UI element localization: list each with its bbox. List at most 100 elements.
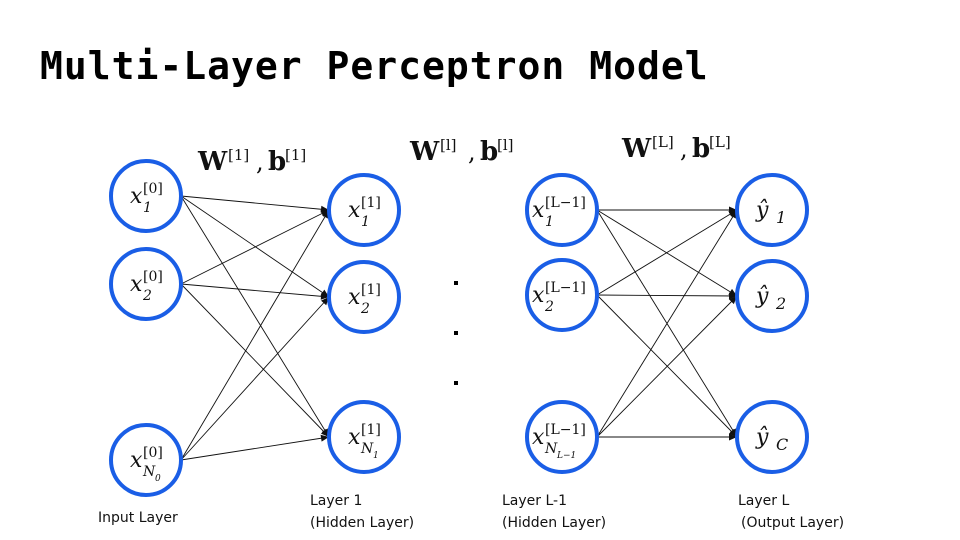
caption-layer-1: Layer 1 (Hidden Layer) xyxy=(310,490,414,534)
edge-l0n2-l1n1 xyxy=(180,296,330,461)
node-l2-1: x[L−1]1 xyxy=(525,173,599,247)
node-circle xyxy=(109,247,183,321)
arrowhead-icon xyxy=(320,434,329,442)
weight-W: W xyxy=(409,137,440,167)
edges-group xyxy=(180,195,738,461)
caption-line1: Layer 1 xyxy=(310,493,363,509)
node-var: ŷ xyxy=(755,284,769,309)
node-sup: [1] xyxy=(361,195,381,211)
node-circle xyxy=(109,159,183,233)
weight-b-sup: [l] xyxy=(497,136,514,154)
caption-input-layer: Input Layer xyxy=(98,507,178,529)
node-var: ŷ xyxy=(755,198,769,223)
node-sup: [L−1] xyxy=(545,280,586,296)
edge-l0n0-l1n0 xyxy=(180,195,330,211)
node-var: x xyxy=(130,184,143,209)
node-circle xyxy=(735,400,809,474)
node-sub: 2 xyxy=(142,288,152,304)
node-sub: N xyxy=(544,441,558,457)
arrowhead-icon xyxy=(320,292,329,300)
arrowhead-icon xyxy=(728,428,737,437)
node-circle xyxy=(525,173,599,247)
node-var: x xyxy=(348,425,361,450)
ellipsis-dot-1 xyxy=(454,281,458,285)
node-sub: N xyxy=(360,441,374,457)
node-sup: [L−1] xyxy=(545,195,586,211)
node-sup: [1] xyxy=(361,422,381,438)
node-circle xyxy=(327,173,401,247)
node-sub: 1 xyxy=(776,208,786,227)
node-sup: [0] xyxy=(143,269,163,285)
node-circle xyxy=(525,400,599,474)
node-sup: [1] xyxy=(361,282,381,298)
weight-label-3: W[L],b[L] xyxy=(621,133,731,164)
arrowhead-icon xyxy=(728,296,737,305)
node-circle xyxy=(525,258,599,332)
edge-l0n1-l1n0 xyxy=(180,209,330,285)
comma: , xyxy=(256,148,264,176)
edge-l0n1-l1n2 xyxy=(180,283,330,438)
weight-W-sup: [l] xyxy=(440,136,457,154)
node-l1-2: x[1]2 xyxy=(327,260,401,334)
node-sup: [0] xyxy=(143,181,163,197)
edge-l0n2-l1n2 xyxy=(180,436,330,461)
weight-b-sup: [1] xyxy=(285,146,306,164)
node-circle xyxy=(735,173,809,247)
caption-line2: (Output Layer) xyxy=(741,515,845,531)
weight-b: b xyxy=(692,134,710,164)
arrowhead-icon xyxy=(729,433,737,441)
weight-W-sup: [1] xyxy=(228,146,249,164)
node-var: x xyxy=(130,272,143,297)
edge-l0n1-l1n1 xyxy=(180,283,330,298)
ellipsis-dot-3 xyxy=(454,381,458,385)
node-subsub: L−1 xyxy=(556,451,576,461)
caption-layer-l: Layer L (Output Layer) xyxy=(738,490,844,534)
node-sub: 1 xyxy=(143,200,152,216)
node-circle xyxy=(735,259,809,333)
node-sub: 2 xyxy=(544,299,554,315)
node-subsub: 1 xyxy=(373,451,379,461)
caption-layer-l-minus-1: Layer L-1 (Hidden Layer) xyxy=(502,490,606,534)
arrowhead-icon xyxy=(321,297,329,306)
node-circle xyxy=(109,423,183,497)
weight-label-2: W[l],b[l] xyxy=(409,136,514,167)
ellipsis-dot-2 xyxy=(454,331,458,335)
node-var: x xyxy=(348,198,361,223)
node-var: ŷ xyxy=(755,425,769,450)
weight-labels: W[1],b[1]W[l],b[l]W[L],b[L] xyxy=(197,133,731,177)
caption-line2: (Hidden Layer) xyxy=(502,515,607,531)
edge-l2n2-l3n1 xyxy=(596,295,738,438)
comma: , xyxy=(680,135,688,163)
caption-line1: Layer L xyxy=(738,493,790,509)
edge-l2n1-l3n1 xyxy=(596,294,738,297)
caption-line1: Layer L-1 xyxy=(502,493,567,509)
node-sub: N xyxy=(142,464,156,480)
node-var: x xyxy=(130,448,143,473)
node-sub: C xyxy=(776,435,788,454)
edge-l2n1-l3n0 xyxy=(596,209,738,296)
node-l1-1: x[1] 1 xyxy=(327,173,401,247)
weight-W: W xyxy=(197,147,228,177)
node-var: x xyxy=(532,198,545,223)
edge-l0n0-l1n2 xyxy=(180,195,330,438)
weight-b-sup: [L] xyxy=(709,133,731,151)
comma: , xyxy=(468,138,476,166)
node-var: x xyxy=(532,283,545,308)
ellipsis-group xyxy=(454,281,458,385)
node-sub: 1 xyxy=(361,214,370,230)
weight-b: b xyxy=(268,147,286,177)
node-circle xyxy=(327,260,401,334)
edge-l0n2-l1n0 xyxy=(180,209,330,461)
edge-l2n2-l3n0 xyxy=(596,209,738,438)
weight-W: W xyxy=(621,134,652,164)
node-var: x xyxy=(348,285,361,310)
weight-label-1: W[1],b[1] xyxy=(197,146,306,177)
weight-b: b xyxy=(480,137,498,167)
node-subsub: 0 xyxy=(155,474,161,484)
node-l0-2: x[0] 2 xyxy=(109,247,183,321)
